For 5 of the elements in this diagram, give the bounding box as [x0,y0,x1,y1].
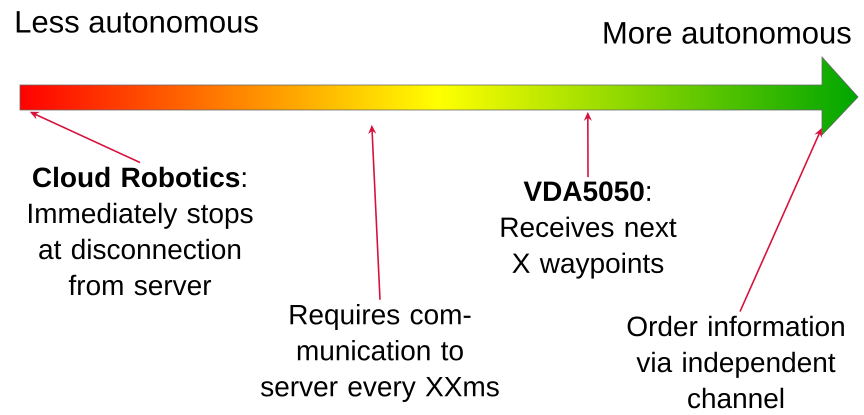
gradient-arrow [20,56,859,136]
note-text: Requires com-munication to server every XXms [261,304,499,402]
note-text: Order information via independent channel [628,316,844,408]
note-text: Cloud Robotics: Immediately stops at disconnection from server [29,166,253,296]
note-text: VDA5050: Receives next X waypoints [502,181,676,279]
